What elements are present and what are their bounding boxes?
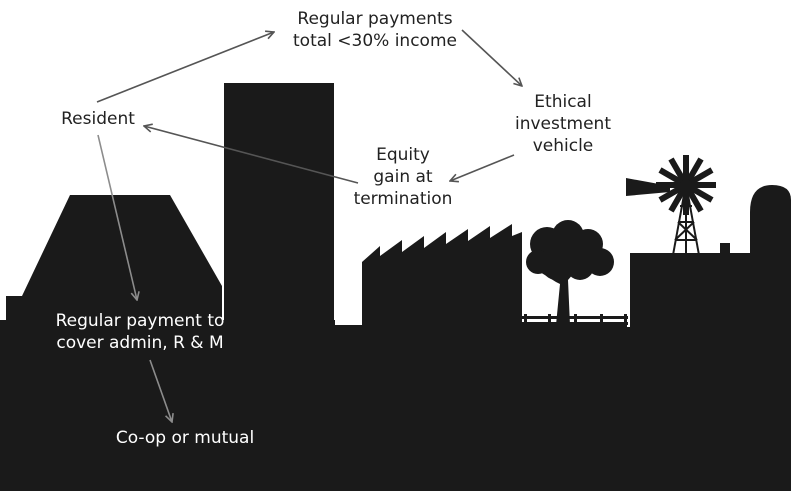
silo-silhouette [750, 185, 791, 327]
arrow-resident-to-regular-payments [96, 32, 274, 103]
house-silhouette [6, 195, 222, 320]
arrows-group [96, 29, 522, 422]
node-coop: Co-op or mutual [115, 428, 255, 448]
arrow-regular-payments-to-ethical-investment [461, 29, 522, 86]
arrow-ethical-investment-to-equity-gain [450, 154, 515, 181]
arrow-regular-payment-admin-to-coop [149, 359, 172, 422]
arrow-equity-gain-to-resident [144, 126, 359, 184]
node-ethical-investment: Ethical investment vehicle [515, 92, 611, 156]
ground-silhouette [0, 310, 791, 491]
tower-silhouette [224, 83, 334, 325]
node-equity-gain: Equity gain at termination [353, 145, 453, 209]
chimney-silhouette [720, 243, 730, 255]
node-regular-payment-admin: Regular payment to cover admin, R & M [55, 311, 225, 353]
arrow-resident-to-regular-payment-admin [97, 134, 137, 300]
fence-silhouette [522, 314, 628, 325]
node-resident: Resident [61, 109, 135, 129]
silhouette-group [0, 83, 791, 491]
tree-silhouette [526, 220, 614, 325]
factory-silhouette [362, 224, 522, 325]
node-regular-payments: Regular payments total <30% income [293, 9, 457, 51]
windmill-icon [626, 155, 716, 256]
barn-silhouette [630, 253, 751, 327]
